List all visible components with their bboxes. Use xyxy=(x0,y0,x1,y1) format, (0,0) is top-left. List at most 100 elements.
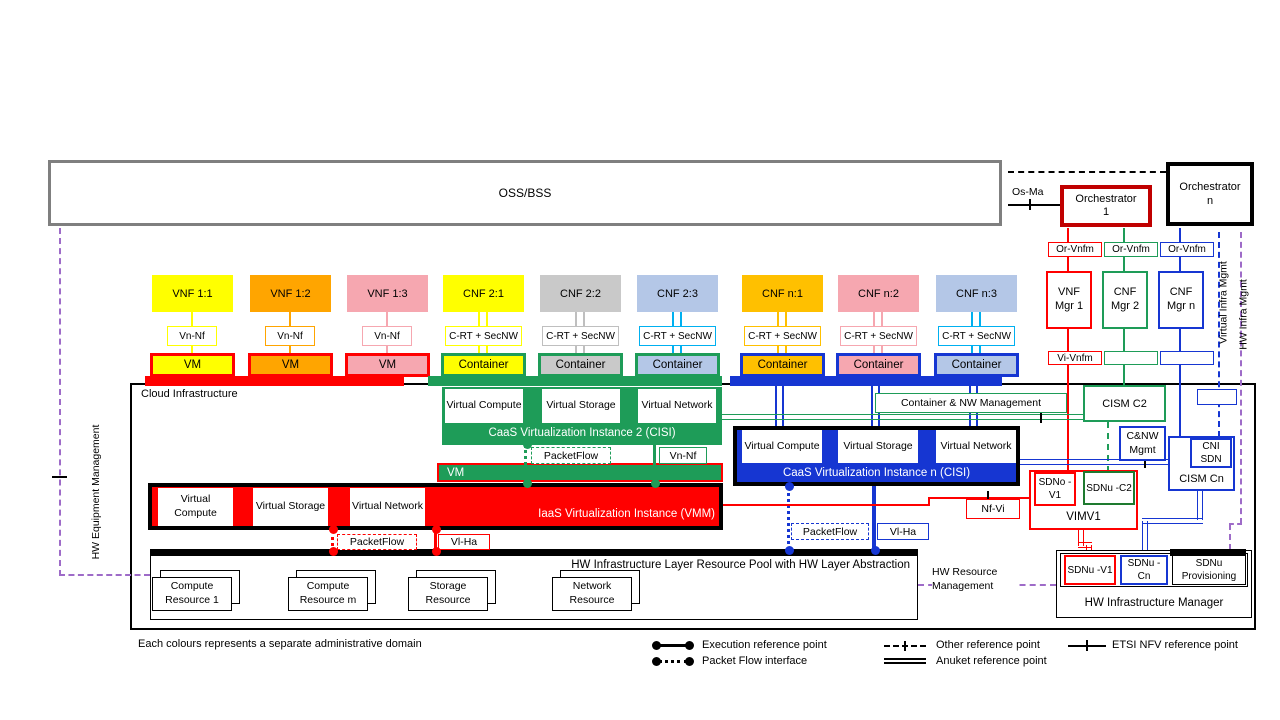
legend-packetflow-dot-r xyxy=(685,657,694,666)
legend-packetflow-symbol xyxy=(658,660,688,663)
orchestrator-1-number: 1 xyxy=(1102,206,1110,218)
resource-box: Storage Resource xyxy=(408,577,488,611)
hw-resource-mgmt-label: HW Resource Management xyxy=(932,566,1016,594)
nf-connector-label: C-RT + SecNW xyxy=(840,326,917,346)
sdnu-provisioning-box: SDNu Provisioning xyxy=(1172,555,1246,585)
cloud-infrastructure-label: Cloud Infrastructure xyxy=(141,388,238,400)
cism-sdnu-link-h xyxy=(1142,518,1203,524)
or-vnfm-label: Or-Vnfm xyxy=(1160,242,1214,257)
nf-box: CNF 2:1 xyxy=(443,275,524,312)
hw-equipment-mgmt-line-h xyxy=(59,574,150,576)
cnw-mgmt-box: C&NW Mgmt xyxy=(1119,426,1166,461)
caas2-title: CaaS Virtualization Instance 2 (CISI) xyxy=(488,427,676,439)
hw-pool-box xyxy=(150,552,918,620)
caas2-packetflow-label: PacketFlow xyxy=(531,447,611,464)
legend-execution-dot-l xyxy=(652,641,661,650)
vm-bar: VM xyxy=(437,463,723,482)
sdnu-provisioning-bar xyxy=(1170,549,1246,556)
orchestrator-n-box: Orchestrator n xyxy=(1166,162,1254,226)
legend-etsi-label: ETSI NFV reference point xyxy=(1112,639,1238,651)
legend-etsi-tick xyxy=(1086,640,1088,651)
reference-point-dot xyxy=(523,440,532,449)
vimv1-sdnu-link-v1 xyxy=(1078,530,1084,546)
caasn-vlha-label: Vl-Ha xyxy=(877,523,929,540)
vnf-mgr-line xyxy=(1067,228,1069,473)
iaas-vlha-line xyxy=(434,530,437,552)
hw-pool-title: HW Infrastructure Layer Resource Pool wi… xyxy=(571,559,910,571)
hw-equipment-mgmt-line xyxy=(59,228,61,576)
nf-manager-box: VNF Mgr 1 xyxy=(1046,271,1092,329)
iaas-title: IaaS Virtualization Instance (VMM) xyxy=(538,508,715,520)
container-nw-mgmt-box: Container & NW Management xyxy=(875,393,1067,413)
nf-connector-label: C-RT + SecNW xyxy=(938,326,1015,346)
nf-box: CNF n:1 xyxy=(742,275,823,312)
nf-connector-label: C-RT + SecNW xyxy=(542,326,619,346)
os-ma-line xyxy=(1008,204,1060,206)
nf-runtime-box: Container xyxy=(538,353,623,377)
container-caas-link xyxy=(775,386,784,427)
cism-cn-label: CISM Cn xyxy=(1179,473,1224,485)
vm-bar-label: VM xyxy=(447,466,465,479)
os-ma-tick xyxy=(1029,199,1031,210)
caasn-domain-bar xyxy=(730,376,1002,386)
os-ma-label: Os-Ma xyxy=(1012,186,1044,198)
legend-packetflow-dot-l xyxy=(652,657,661,666)
virtual-component-box: Virtual Network xyxy=(936,430,1016,463)
legend-other-tick xyxy=(904,641,906,651)
oss-bss-box: OSS/BSS xyxy=(48,160,1002,226)
iaas-vlha-label: Vl-Ha xyxy=(438,534,490,550)
vimv1-sdnu-link-h xyxy=(1078,542,1092,548)
virtual-component-box: Virtual Network xyxy=(350,488,425,526)
empty-reference-box xyxy=(1197,389,1237,405)
virtual-component-box: Virtual Compute xyxy=(742,430,822,463)
cism-sdnu-link-v2 xyxy=(1142,521,1148,555)
virtual-component-box: Virtual Network xyxy=(638,389,716,423)
hw-infra-mgmt-label: HW Infra Mgmt xyxy=(1237,279,1250,350)
nf-vi-line-1 xyxy=(723,504,930,506)
caasn-vlha-line xyxy=(872,486,876,552)
orchestrator-n-label: Orchestrator xyxy=(1179,180,1241,193)
nf-runtime-box: VM xyxy=(150,353,235,377)
iaas-packetflow-label: PacketFlow xyxy=(337,534,417,550)
nf-runtime-box: Container xyxy=(740,353,825,377)
caasn-title: CaaS Virtualization Instance n (CISI) xyxy=(782,467,971,479)
nf-runtime-box: Container xyxy=(836,353,921,377)
hw-layer-abstraction-bar xyxy=(150,549,918,556)
iaas-domain-bar xyxy=(145,376,404,386)
nf-box: VNF 1:3 xyxy=(347,275,428,312)
legend-anuket-symbol xyxy=(884,658,926,664)
virtual-infra-mgmt-line xyxy=(1218,232,1220,437)
hw-infra-mgmt-elbow-v xyxy=(1229,524,1231,550)
caas2-vnnf-line xyxy=(653,445,656,483)
hw-infra-manager-label: HW Infrastructure Manager xyxy=(1084,597,1224,609)
reference-point-dot xyxy=(871,546,880,555)
nf-connector-label: Vn-Nf xyxy=(265,326,315,346)
nf-runtime-box: Container xyxy=(635,353,720,377)
iaas-packetflow-line xyxy=(331,530,334,552)
legend-execution-dot-r xyxy=(685,641,694,650)
vi-vnfm-label xyxy=(1104,351,1158,365)
hw-infra-manager-inner-box xyxy=(1060,553,1248,587)
nf-box: CNF 2:2 xyxy=(540,275,621,312)
nf-connector-label: Vn-Nf xyxy=(167,326,217,346)
caas2-domain-bar xyxy=(428,376,722,386)
orchestrator-n-number: n xyxy=(1206,195,1214,207)
nf-box: VNF 1:2 xyxy=(250,275,331,312)
cnf-mgrn-line xyxy=(1179,228,1181,437)
reference-point-dot xyxy=(523,479,532,488)
caasn-packetflow-label: PacketFlow xyxy=(791,523,869,540)
legend-anuket-label: Anuket reference point xyxy=(936,655,1047,667)
hw-equipment-mgmt-label: HW Equipment Management xyxy=(90,424,102,560)
hw-infra-mgmt-line xyxy=(1240,232,1242,524)
oss-orchestratorn-dashed-line xyxy=(1008,171,1166,173)
nf-runtime-box: Container xyxy=(934,353,1019,377)
footnote: Each colours represents a separate admin… xyxy=(138,638,422,650)
cism-sdnu-link-v1 xyxy=(1197,491,1203,520)
vimv1-label: VIMV1 xyxy=(1066,511,1101,523)
nf-box: CNF 2:3 xyxy=(637,275,718,312)
reference-point-dot xyxy=(329,525,338,534)
nf-connector-label: C-RT + SecNW xyxy=(639,326,716,346)
sdnu-v1-box: SDNu -V1 xyxy=(1064,555,1116,585)
cism-c2-sdnu-dashed-line xyxy=(1107,422,1109,472)
oss-bss-label: OSS/BSS xyxy=(498,186,552,200)
